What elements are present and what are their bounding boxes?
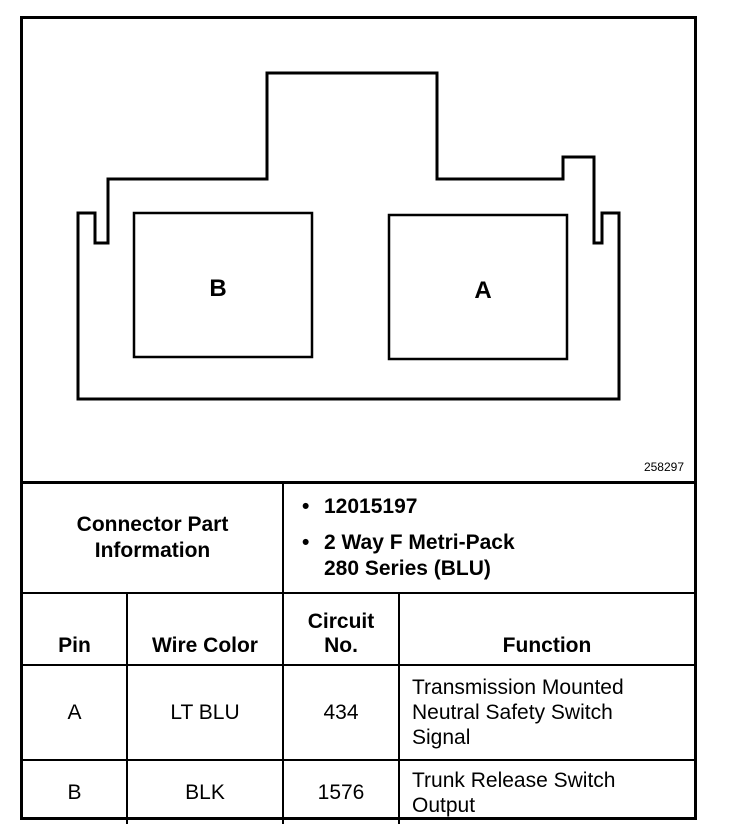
header-function: Function — [398, 592, 694, 666]
function-line1: Trunk Release Switch — [412, 768, 616, 792]
part-number: 12015197 — [324, 495, 418, 518]
function-line2: Output — [412, 793, 476, 817]
connector-label-line1: Connector Part — [76, 513, 229, 536]
connector-sheet: B A 258297 Connector Part Information • … — [20, 16, 697, 824]
row-pin: B — [23, 759, 128, 824]
description-line1: 2 Way F Metri-Pack — [324, 531, 515, 554]
header-wire-color: Wire Color — [126, 592, 284, 666]
part-number-item: • 12015197 — [302, 494, 694, 520]
description-item: • 2 Way F Metri-Pack 280 Series (BLU) — [302, 530, 694, 582]
function-line2: Neutral Safety Switch — [412, 701, 613, 724]
header-circuit: Circuit No. — [282, 592, 400, 666]
figure-id: 258297 — [643, 460, 684, 474]
connector-part-info: • 12015197 • 2 Way F Metri-Pack 280 Seri… — [282, 481, 694, 594]
connector-diagram: B A 258297 — [23, 19, 694, 481]
row-wire-color: BLK — [126, 759, 284, 824]
table-row: B BLK 1576 Trunk Release Switch Output — [23, 759, 694, 824]
bullet: • — [302, 531, 310, 554]
connector-label-line2: Information — [94, 539, 211, 562]
header-circuit-line2: No. — [324, 634, 358, 657]
cavity-a — [387, 213, 569, 361]
connector-body-outline — [76, 71, 621, 401]
row-function: Transmission Mounted Neutral Safety Swit… — [398, 664, 694, 761]
pin-a-label: A — [474, 277, 492, 304]
pin-b-label: B — [209, 275, 227, 302]
row-function: Trunk Release Switch Output — [398, 759, 694, 824]
row-wire-color: LT BLU — [126, 664, 284, 761]
connector-part-label: Connector Part Information — [23, 481, 284, 594]
row-circuit: 434 — [282, 664, 400, 761]
header-pin: Pin — [23, 592, 128, 666]
cavity-b — [132, 211, 314, 359]
header-circuit-line1: Circuit — [307, 610, 375, 633]
description-line2: 280 Series (BLU) — [324, 557, 491, 580]
header-row: Pin Wire Color Circuit No. Function — [23, 592, 694, 666]
connector-outline-drawing — [76, 71, 621, 401]
table-row: A LT BLU 434 Transmission Mounted Neutra… — [23, 664, 694, 761]
function-line3: Signal — [412, 726, 471, 749]
row-circuit: 1576 — [282, 759, 400, 824]
connector-info-row: Connector Part Information • 12015197 • … — [23, 481, 694, 594]
function-line1: Transmission Mounted — [412, 676, 624, 699]
connector-table: Connector Part Information • 12015197 • … — [23, 481, 694, 824]
row-pin: A — [23, 664, 128, 761]
bullet: • — [302, 495, 310, 518]
